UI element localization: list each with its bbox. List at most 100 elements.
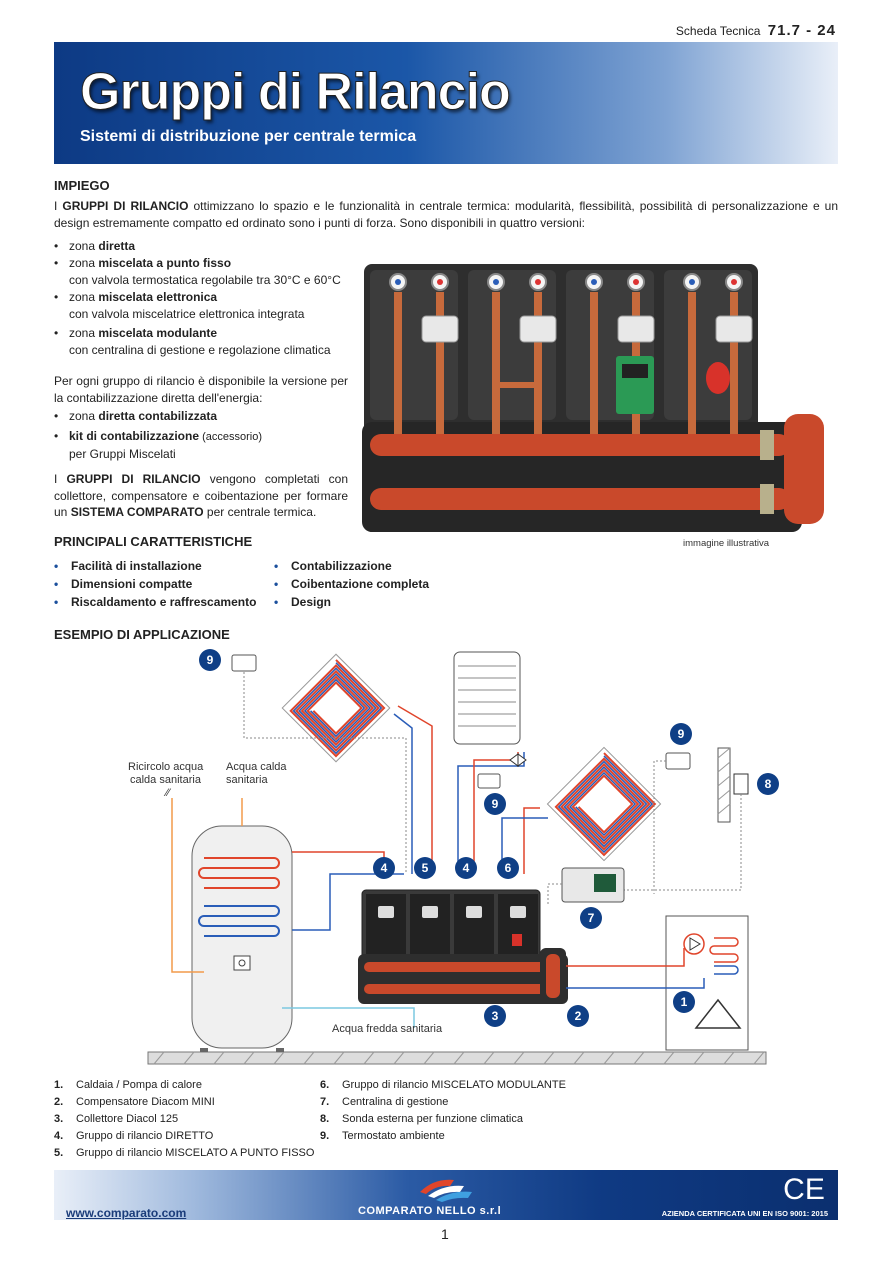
legend-text: Compensatore Diacom MINI — [76, 1096, 215, 1108]
intro-bold: GRUPPI DI RILANCIO — [62, 199, 189, 213]
application-diagram: ⁄⁄ Ricircolo acqua calda sanitaria Acqua… — [54, 648, 838, 1068]
legend-text: Termostato ambiente — [342, 1130, 445, 1142]
certification-text: AZIENDA CERTIFICATA UNI EN ISO 9001: 201… — [661, 1209, 828, 1218]
svg-text:4: 4 — [381, 861, 388, 875]
svg-text:1: 1 — [681, 995, 688, 1009]
svg-text:9: 9 — [678, 727, 685, 741]
feature-item: Design — [274, 593, 474, 611]
contab-list: zona diretta contabilizzata kit di conta… — [54, 408, 348, 463]
marker-6: 6 — [497, 857, 519, 879]
photo-caption: immagine illustrativa — [683, 538, 770, 549]
label-acs-2: sanitaria — [226, 774, 268, 786]
intro-pre: I — [54, 199, 63, 213]
legend-item: 5. Gruppo di rilancio MISCELATO A PUNTO F… — [54, 1145, 314, 1162]
item-bold: diretta — [98, 239, 136, 253]
marker-2: 2 — [567, 1005, 589, 1027]
legend-item: 9.Termostato ambiente — [320, 1128, 566, 1145]
item-pre: zona — [69, 326, 99, 340]
legend-number: 7. — [320, 1096, 330, 1108]
product-photo — [360, 262, 840, 536]
legend-number: 2. — [54, 1096, 64, 1108]
legend-col1: 1. Caldaia / Pompa di calore 2. Compensato… — [54, 1077, 314, 1162]
svg-text:3: 3 — [492, 1009, 499, 1023]
svg-text:4: 4 — [463, 861, 470, 875]
p3-post: per centrale termica. — [203, 505, 317, 519]
marker-4-a: 4 — [373, 857, 395, 879]
marker-9-top: 9 — [199, 649, 221, 671]
legend-text: Gruppo di rilancio MISCELATO A PUNTO FIS… — [76, 1147, 315, 1159]
item-sub: con centralina di gestione e regolazione… — [69, 343, 331, 357]
ref-code: 71.7 - 24 — [767, 22, 836, 39]
product-illustration — [362, 264, 824, 532]
system-paragraph: I GRUPPI DI RILANCIO vengono completati … — [54, 471, 348, 521]
p3-mid: vengono completati con collettore, compe… — [54, 472, 349, 519]
legend-number: 3. — [54, 1113, 64, 1125]
list-item: kit di contabilizzazione (accessorio)per… — [54, 428, 348, 463]
item-bold: miscelata a punto fisso — [98, 256, 232, 270]
item-sub: per Gruppi Miscelati — [69, 447, 176, 461]
legend-number: 4. — [54, 1130, 64, 1142]
item-pre: zona — [69, 256, 99, 270]
marker-3: 3 — [484, 1005, 506, 1027]
ce-mark-icon: CE — [783, 1173, 825, 1203]
legend-col2: 6.Gruppo di rilancio MISCELATO MODULANTE… — [320, 1077, 566, 1145]
ref-label: Scheda Tecnica — [675, 24, 761, 38]
legend-text: Centralina di gestione — [342, 1096, 449, 1108]
page-number: 1 — [441, 1226, 449, 1242]
company-logo-icon — [420, 1179, 472, 1202]
intro-paragraph: I GRUPPI DI RILANCIO ottimizzano lo spaz… — [54, 198, 838, 231]
svg-text:2: 2 — [575, 1009, 582, 1023]
legend-number: 5. — [54, 1147, 64, 1159]
marker-5: 5 — [414, 857, 436, 879]
contab-paragraph: Per ogni gruppo di rilancio è disponibil… — [54, 374, 348, 405]
legend-item: 2. Compensatore Diacom MINI — [54, 1094, 314, 1111]
feature-item: Riscaldamento e raffrescamento — [54, 593, 274, 611]
underfloor-coil-2 — [546, 746, 662, 862]
document-reference: Scheda Tecnica 71.7 - 24 — [676, 22, 836, 39]
list-item: zona diretta — [54, 238, 354, 255]
legend-item: 8.Sonda esterna per funzione climatica — [320, 1111, 566, 1128]
legend-item: 7. Centralina di gestione — [320, 1094, 566, 1111]
marker-7: 7 — [580, 907, 602, 929]
list-item: zona diretta contabilizzata — [54, 408, 348, 425]
underfloor-coil-1 — [281, 653, 391, 763]
svg-text:6: 6 — [505, 861, 512, 875]
svg-text:5: 5 — [422, 861, 429, 875]
legend-item: 3. Collettore Diacol 125 — [54, 1111, 314, 1128]
features-col1: Facilità di installazione Dimensioni com… — [54, 557, 274, 611]
legend-item: 1. Caldaia / Pompa di calore — [54, 1077, 314, 1094]
label-ricircolo-2: calda sanitaria — [130, 774, 202, 786]
legend-number: 8. — [320, 1113, 330, 1125]
legend-text: Collettore Diacol 125 — [76, 1113, 179, 1125]
website-link[interactable]: www.comparato.com — [66, 1206, 187, 1220]
label-acs-1: Acqua calda — [226, 761, 287, 773]
item-sub: con valvola termostatica regolabile tra … — [69, 273, 341, 287]
feature-item: Contabilizzazione — [274, 557, 474, 575]
item-bold: miscelata modulante — [98, 326, 218, 340]
svg-text:8: 8 — [765, 777, 772, 791]
svg-text:7: 7 — [588, 911, 595, 925]
marker-9-right: 9 — [670, 723, 692, 745]
p3-bold: GRUPPI DI RILANCIO — [66, 472, 201, 486]
item-pre: zona — [69, 239, 99, 253]
legend-text: Gruppo di rilancio DIRETTO — [76, 1130, 214, 1142]
footer-band: www.comparato.com COMPARATO NELLO s.r.l … — [54, 1170, 838, 1220]
legend-text: Caldaia / Pompa di calore — [76, 1079, 202, 1091]
item-pre: zona — [69, 290, 99, 304]
p3-pre: I — [54, 472, 67, 486]
label-afs: Acqua fredda sanitaria — [332, 1023, 443, 1035]
item-pre: zona — [69, 409, 99, 423]
legend-number: 1. — [54, 1079, 64, 1091]
page-title: Gruppi di Rilancio — [80, 63, 512, 122]
section-heading-application: ESEMPIO DI APPLICAZIONE — [54, 627, 230, 642]
marker-8: 8 — [757, 773, 779, 795]
title-banner: Gruppi di Rilancio Sistemi di distribuzi… — [54, 42, 838, 164]
feature-item: Coibentazione completa — [274, 575, 474, 593]
svg-text:CE: CE — [783, 1173, 825, 1203]
svg-text:9: 9 — [492, 797, 499, 811]
feature-item: Dimensioni compatte — [54, 575, 274, 593]
feature-item: Facilità di installazione — [54, 557, 274, 575]
p3-bold2: SISTEMA COMPARATO — [70, 505, 204, 519]
dhw-return-marker: ⁄⁄ — [163, 787, 172, 799]
